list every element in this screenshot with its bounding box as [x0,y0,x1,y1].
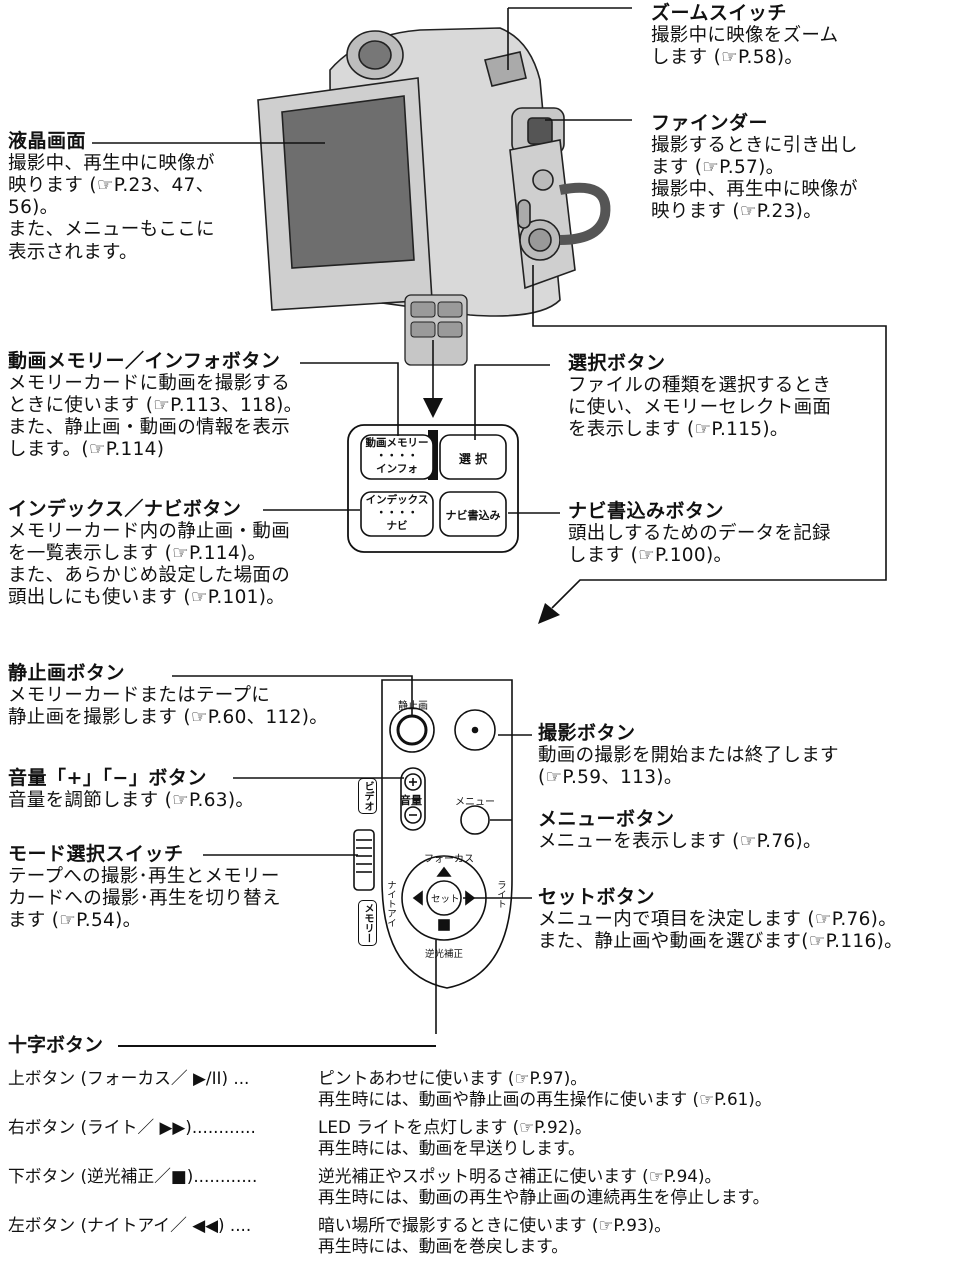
set-title: セットボタン [538,886,656,908]
finder-title: ファインダー [651,112,769,134]
cross-button-title: 十字ボタン [8,1034,104,1056]
finder-callout: ファインダー 撮影するときに引き出し ます (☞P.57)。 撮影中、再生中に映… [651,112,858,224]
remote-backlight-label: 逆光補正 [425,949,464,960]
cross-row-right: 右ボタン (ライト／ ▶▶)............ LED ライトを点灯します… [8,1117,592,1159]
cross-row-label: 下ボタン (逆光補正／■)............ [8,1166,258,1186]
menu-callout: メニューボタン メニューを表示します (☞P.76)。 [538,808,822,853]
remote-video-label: ビデオ [358,778,377,814]
mode-desc: テープへの撮影･再生とメモリー カードへの撮影･再生を切り替え ます (☞P.5… [8,865,281,932]
set-desc: メニュー内で項目を決定します (☞P.76)。 また、静止画や動画を選びます(☞… [538,908,903,952]
select-panel-button[interactable]: 選 択 [458,452,488,466]
select-callout: 選択ボタン ファイルの種類を選択するとき に使い、メモリーセレクト画面 を表示し… [568,352,831,441]
remote-focus-label: フォーカス [424,854,474,865]
index-desc: メモリーカード内の静止画・動画 を一覧表示します (☞P.114)。 また、あら… [8,520,291,609]
select-desc: ファイルの種類を選択するとき に使い、メモリーセレクト画面 を表示します (☞P… [568,374,832,441]
index-title: インデックス／ナビボタン [8,498,242,520]
remote-menu-label: メニュー [455,797,495,808]
select-title: 選択ボタン [568,352,666,374]
navi-write-panel-button[interactable]: ナビ書込み [445,509,501,522]
cross-button-leader [118,1045,436,1047]
zoom-switch-desc: 撮影中に映像をズーム します (☞P.58)。 [651,24,839,68]
navi-write-title: ナビ書込みボタン [568,500,725,522]
mode-callout: モード選択スイッチ テープへの撮影･再生とメモリー カードへの撮影･再生を切り替… [8,843,281,932]
button-panel-detail [347,424,519,553]
cross-row-desc: 暗い場所で撮影するときに使います (☞P.93)。 再生時には、動画を巻戻します… [318,1215,671,1256]
navi-write-desc: 頭出しするためのデータを記録 します (☞P.100)。 [568,522,831,566]
movie-memory-desc: メモリーカードに動画を撮影する ときに使います (☞P.113、118)。 また… [8,372,303,461]
index-panel-button[interactable]: インデックス ・・・・ ナビ [365,494,429,532]
menu-title: メニューボタン [538,808,675,830]
movie-memory-title: 動画メモリー／インフォボタン [8,350,281,372]
volume-title: 音量「+」「−」ボタン [8,767,207,789]
zoom-switch-callout: ズームスイッチ 撮影中に映像をズーム します (☞P.58)。 [651,2,838,69]
remote-illustration [353,679,513,989]
remote-light-label: ライト [495,880,506,909]
lcd-title: 液晶画面 [8,130,87,152]
still-desc: メモリーカードまたはテープに 静止画を撮影します (☞P.60、112)。 [8,684,329,728]
rec-desc: 動画の撮影を開始または終了します (☞P.59、113)。 [538,744,839,788]
remote-memory-label: メモリー [358,900,377,946]
volume-desc: 音量を調節します (☞P.63)。 [8,789,255,811]
cross-row-label: 左ボタン (ナイトアイ／ ◀◀) .... [8,1215,252,1235]
mode-title: モード選択スイッチ [8,843,184,865]
movie-memory-panel-button[interactable]: 動画メモリー ・・・・ インフォ [365,437,429,475]
set-callout: セットボタン メニュー内で項目を決定します (☞P.76)。 また、静止画や動画… [538,886,903,953]
cross-row-left: 左ボタン (ナイトアイ／ ◀◀) .... 暗い場所で撮影するときに使います (… [8,1215,671,1257]
index-callout: インデックス／ナビボタン メモリーカード内の静止画・動画 を一覧表示します (☞… [8,498,290,610]
zoom-switch-title: ズームスイッチ [651,2,787,24]
cross-row-down: 下ボタン (逆光補正／■)............ 逆光補正やスポット明るさ補正… [8,1166,769,1208]
camcorder-illustration [257,27,611,366]
cross-row-desc: 逆光補正やスポット明るさ補正に使います (☞P.94)。 再生時には、動画の再生… [318,1166,770,1207]
rec-callout: 撮影ボタン 動画の撮影を開始または終了します (☞P.59、113)。 [538,722,839,789]
cross-row-desc: LED ライトを点灯します (☞P.92)。 再生時には、動画を早送りします。 [318,1117,592,1158]
remote-volume-label: 音量 [400,794,422,807]
movie-memory-callout: 動画メモリー／インフォボタン メモリーカードに動画を撮影する ときに使います (… [8,350,302,462]
remote-night-label: ナイトアイ [385,880,396,928]
menu-desc: メニューを表示します (☞P.76)。 [538,830,822,852]
cross-row-label: 右ボタン (ライト／ ▶▶)............ [8,1117,256,1137]
cross-row-desc: ピントあわせに使います (☞P.97)。 再生時には、動画や静止画の再生操作に使… [318,1068,772,1109]
cross-row-label: 上ボタン (フォーカス／ ▶/II) ... [8,1068,250,1088]
cross-row-up: 上ボタン (フォーカス／ ▶/II) ... ピントあわせに使います (☞P.9… [8,1068,772,1110]
lcd-callout: 液晶画面 撮影中、再生中に映像が 映ります (☞P.23、47、 56)。 また… [8,130,215,264]
finder-desc: 撮影するときに引き出し ます (☞P.57)。 撮影中、再生中に映像が 映ります… [651,134,858,223]
rec-title: 撮影ボタン [538,722,636,744]
remote-set-label[interactable]: セット [431,894,460,905]
lcd-desc: 撮影中、再生中に映像が 映ります (☞P.23、47、 56)。 また、メニュー… [8,152,215,263]
volume-callout: 音量「+」「−」ボタン 音量を調節します (☞P.63)。 [8,767,254,812]
still-title: 静止画ボタン [8,662,126,684]
navi-write-callout: ナビ書込みボタン 頭出しするためのデータを記録 します (☞P.100)。 [568,500,831,567]
still-callout: 静止画ボタン メモリーカードまたはテープに 静止画を撮影します (☞P.60、1… [8,662,328,729]
remote-still-label: 静止画 [398,701,428,712]
